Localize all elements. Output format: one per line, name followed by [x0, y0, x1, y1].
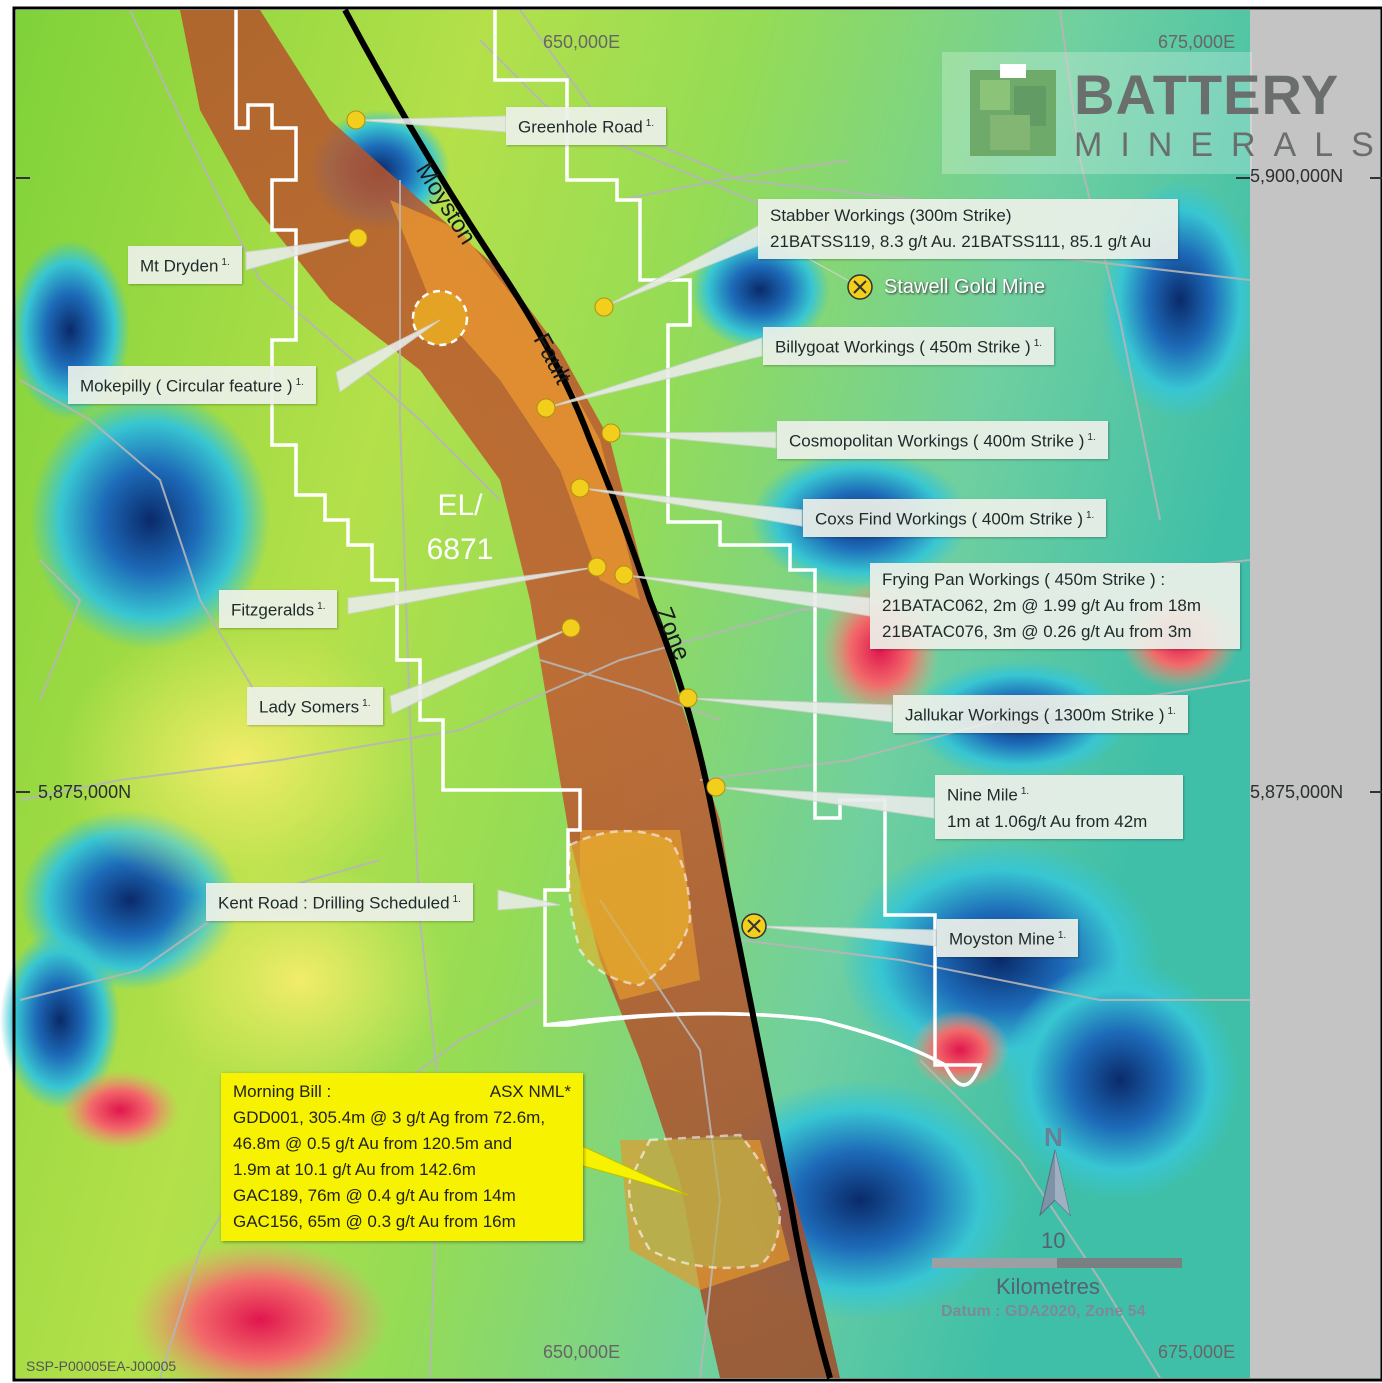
easting-675-bottom: 675,000E — [1158, 1342, 1236, 1362]
northing-5900-right: 5,900,000N — [1250, 166, 1344, 186]
northing-5875-left: 5,875,000N — [38, 782, 132, 802]
label-line: 46.8m @ 0.5 g/t Au from 120.5m and — [233, 1134, 513, 1153]
datum-label: Datum : GDA2020, Zone 54 — [941, 1303, 1146, 1320]
label-line: GDD001, 305.4m @ 3 g/t Ag from 72.6m, — [233, 1108, 546, 1127]
label-jallukar-workings: Jallukar Workings ( 1300m Strike )1. — [893, 695, 1188, 733]
label-stabber-workings: Stabber Workings (300m Strike) 21BATSS11… — [758, 199, 1178, 259]
label-text: Nine Mile — [947, 785, 1018, 805]
label-mokepilly: Mokepilly ( Circular feature )1. — [68, 366, 316, 404]
label-ref: 1. — [1085, 510, 1095, 521]
label-ref: 1. — [1087, 432, 1096, 443]
label-line: Stabber Workings (300m Strike) — [770, 206, 1012, 225]
label-text: Kent Road : Drilling Scheduled — [218, 893, 450, 913]
label-text: Greenhole Road — [518, 117, 643, 137]
tenement-label: EL/ 6871 — [410, 484, 510, 572]
label-ref: 1. — [362, 698, 371, 709]
label-line: GAC156, 65m @ 0.3 g/t Au from 16m — [233, 1212, 516, 1231]
label-line: 1m at 1.06g/t Au from 42m — [947, 811, 1148, 831]
label-morning-bill: Morning Bill : ASX NML* GDD001, 305.4m @… — [221, 1073, 583, 1241]
label-ref: 1. — [1033, 338, 1043, 349]
easting-675-top: 675,000E — [1158, 32, 1236, 52]
label-line: 21BATSS119, 8.3 g/t Au. 21BATSS111, 85.1… — [770, 232, 1152, 251]
logo-mark-icon — [970, 64, 1056, 156]
label-ref: 1. — [452, 894, 461, 905]
label-text: Lady Somers — [259, 697, 360, 717]
scale-value: 10 — [1041, 1228, 1066, 1253]
label-ref: 1. — [221, 257, 230, 268]
label-source: ASX NML* — [489, 1082, 571, 1101]
label-ref: 1. — [317, 601, 326, 612]
label-text: Jallukar Workings ( 1300m Strike ) — [905, 705, 1165, 725]
label-text: Mokepilly ( Circular feature ) — [80, 376, 293, 396]
easting-650-top: 650,000E — [543, 32, 621, 52]
label-text: Billygoat Workings ( 450m Strike ) — [775, 337, 1031, 357]
easting-650-bottom: 650,000E — [543, 1342, 621, 1362]
label-line: GAC189, 76m @ 0.4 g/t Au from 14m — [233, 1186, 516, 1205]
label-text: Coxs Find Workings ( 400m Strike ) — [815, 509, 1083, 529]
map-reference-code: SSP-P00005EA-J00005 — [26, 1358, 177, 1374]
label-billygoat-workings: Billygoat Workings ( 450m Strike )1. — [763, 327, 1055, 365]
tenement-line2: 6871 — [426, 533, 494, 566]
label-line: 21BATAC062, 2m @ 1.99 g/t Au from 18m — [882, 596, 1201, 615]
logo-wordmark: BATTERY — [1074, 63, 1340, 126]
logo-panel — [942, 52, 1252, 174]
label-text: Cosmopolitan Workings ( 400m Strike ) — [789, 431, 1085, 451]
label-ref: 1. — [1020, 786, 1030, 797]
label-frying-pan-workings: Frying Pan Workings ( 450m Strike ) : 21… — [870, 563, 1240, 649]
label-line: 1.9m at 10.1 g/t Au from 142.6m — [233, 1160, 476, 1179]
north-label: N — [1044, 1122, 1063, 1152]
label-text: Mt Dryden — [140, 256, 219, 276]
label-line: 21BATAC076, 3m @ 0.26 g/t Au from 3m — [882, 622, 1192, 641]
stawell-gold-mine-label: Stawell Gold Mine — [884, 276, 1046, 298]
label-title: Morning Bill : — [233, 1082, 332, 1101]
northing-5875-right: 5,875,000N — [1250, 782, 1344, 802]
logo-subtitle: MINERALS — [1074, 126, 1382, 164]
label-coxs-find-workings: Coxs Find Workings ( 400m Strike )1. — [803, 499, 1107, 537]
label-ref: 1. — [1167, 706, 1176, 717]
scale-unit: Kilometres — [996, 1274, 1100, 1299]
label-text: Fitzgeralds — [231, 600, 315, 620]
label-line: Morning Bill : ASX NML* — [233, 1079, 571, 1105]
label-ref: 1. — [295, 377, 304, 388]
label-line: Frying Pan Workings ( 450m Strike ) : — [882, 570, 1166, 589]
label-ref: 1. — [1057, 930, 1067, 941]
label-text: Moyston Mine — [949, 929, 1055, 949]
tenement-line1: EL/ — [437, 489, 483, 522]
label-ref: 1. — [645, 118, 655, 129]
label-cosmopolitan-workings: Cosmopolitan Workings ( 400m Strike )1. — [777, 421, 1108, 459]
